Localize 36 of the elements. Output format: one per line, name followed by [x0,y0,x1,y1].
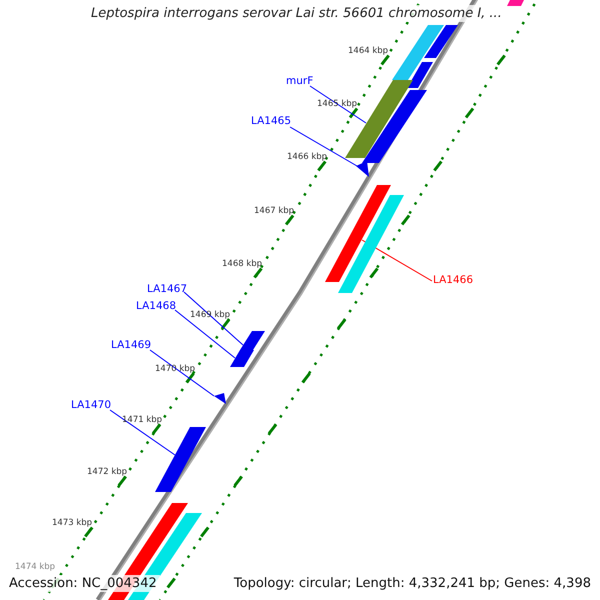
leader-line [174,310,236,358]
gene-label: LA1470 [71,399,111,411]
gene-label: murF [286,75,314,87]
scale-label: 1469 kbp [190,310,230,320]
leader-line [310,86,366,124]
scale-label: 1466 kbp [287,152,328,162]
leader-line [290,126,358,166]
scale-label: 1468 kbp [222,259,262,269]
leader-line [110,410,176,456]
gene-bar [424,25,458,58]
scale-label: 1472 kbp [87,467,128,477]
scale-label: 1464 kbp [348,46,388,56]
gene-marker [356,161,369,177]
scale-label: 1467 kbp [254,206,294,216]
gene-bar [240,331,265,350]
gene-bar [362,90,427,163]
scale-label: 1471 kbp [122,415,162,425]
gene-label: LA1467 [147,283,187,295]
scale-label: 1470 kbp [155,364,196,374]
gene-label: LA1466 [433,274,473,286]
gene-label: LA1465 [251,115,291,127]
accession-text: Accession: NC_004342 [6,575,160,592]
scale-label: 1474 kbp [15,562,56,572]
leader-line [150,350,214,396]
gene-bar [392,25,444,80]
gene-bar [155,427,206,492]
gene-bar [230,350,254,367]
gene-marker [214,393,226,404]
scale-label: 1473 kbp [52,518,92,528]
scale-label: 1465 kbp [317,99,358,109]
gene-label: LA1468 [136,300,176,312]
gene-bar [338,195,404,293]
gene-label: LA1469 [111,339,151,351]
gene-bar [407,62,433,88]
leader-line [184,292,244,346]
gene-bar [325,185,391,282]
